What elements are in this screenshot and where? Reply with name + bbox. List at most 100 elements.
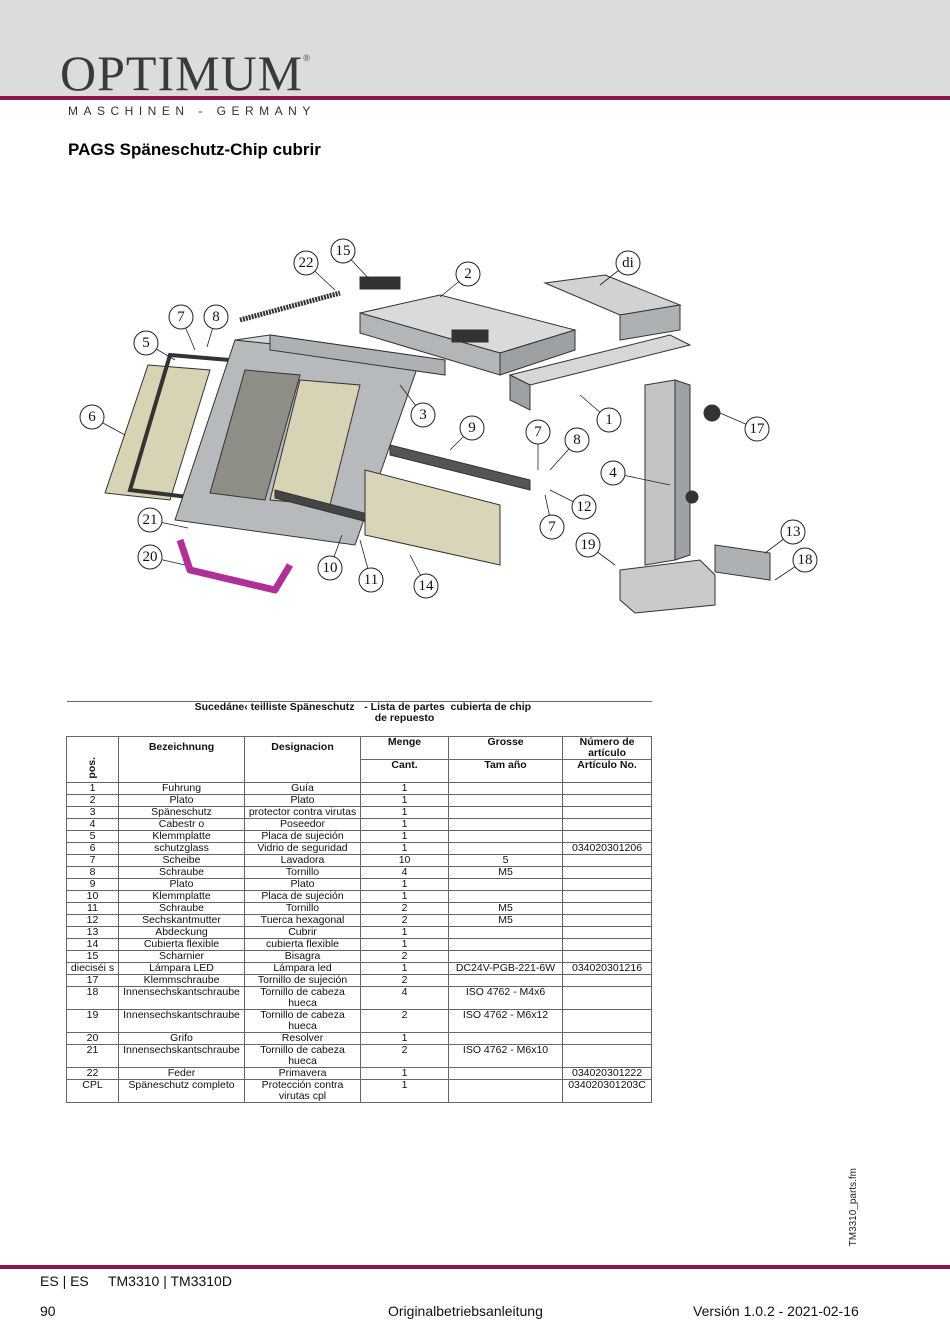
- table-cell-pos: 8: [66, 866, 119, 879]
- table-cell-de: Sechskantmutter: [118, 914, 245, 927]
- callout-7b: 7: [525, 419, 551, 445]
- table-cell-pos: 6: [66, 842, 119, 855]
- brand-subtitle: MASCHINEN - GERMANY: [68, 104, 316, 118]
- table-cell-de: Innensechskantschraube: [118, 986, 245, 1010]
- brand-logo: OPTIMUM®: [60, 45, 311, 101]
- svg-text:17: 17: [750, 421, 766, 437]
- callout-20: 20: [137, 544, 163, 570]
- table-cell-es: Primavera: [243, 1067, 362, 1080]
- table-cell-size: [448, 950, 564, 963]
- header-grosse: Grosse: [448, 736, 564, 760]
- table-cell-de: Cabestr o: [118, 818, 245, 831]
- svg-text:20: 20: [143, 549, 158, 565]
- table-cell-art: [562, 782, 653, 795]
- callout-21: 21: [137, 507, 163, 533]
- table-cell-art: [562, 986, 653, 1010]
- table-cell-pos: 22: [66, 1067, 119, 1080]
- table-cell-art: [562, 914, 653, 927]
- table-cell-es: Resolver: [243, 1032, 362, 1045]
- callout-12: 12: [571, 494, 597, 520]
- table-cell-art: [562, 1009, 653, 1033]
- table-title-row: Sucedáne‹ teilliste Späneschutz - Lista …: [66, 701, 652, 737]
- header-pos: pos.: [66, 736, 119, 783]
- table-cell-pos: 21: [66, 1044, 119, 1068]
- plate-shape: [389, 444, 531, 491]
- table-cell-de: Klemmplatte: [118, 830, 245, 843]
- table-cell-pos: 5: [66, 830, 119, 843]
- table-cell-size: [448, 794, 564, 807]
- table-cell-qty: 2: [360, 914, 450, 927]
- callout-group: 22 15 2 di 7 8 5 6 3 1 17 9 7 8 4 12 7 1…: [79, 238, 818, 599]
- table-cell-art: 034020301216: [562, 962, 653, 975]
- callout-6: 6: [79, 404, 105, 430]
- table-cell-qty: 1: [360, 818, 450, 831]
- footer-accent-line: [0, 1265, 950, 1269]
- table-cell-size: ISO 4762 - M6x12: [448, 1009, 564, 1033]
- table-cell-art: [562, 902, 653, 915]
- flexible-cover-shape: [364, 469, 501, 566]
- table-cell-art: [562, 926, 653, 939]
- table-cell-es: Plato: [243, 878, 362, 891]
- table-cell-es: Tuerca hexagonal: [243, 914, 362, 927]
- svg-text:1: 1: [605, 412, 613, 428]
- table-cell-qty: 4: [360, 986, 450, 1010]
- table-cell-qty: 2: [360, 902, 450, 915]
- table-cell-art: [562, 818, 653, 831]
- svg-text:7: 7: [548, 519, 556, 535]
- table-cell-pos: 19: [66, 1009, 119, 1033]
- table-cell-es: protector contra virutas: [243, 806, 362, 819]
- header-tam: Tam año: [448, 759, 564, 783]
- table-cell-de: Plato: [118, 794, 245, 807]
- table-cell-size: [448, 938, 564, 951]
- callout-4: 4: [600, 460, 626, 486]
- table-cell-art: [562, 830, 653, 843]
- table-cell-es: Protección contra virutas cpl: [243, 1079, 362, 1103]
- table-title-part3: cubierta de chip: [448, 701, 652, 737]
- callout-2: 2: [455, 261, 481, 287]
- table-cell-es: Guía: [243, 782, 362, 795]
- table-cell-qty: 2: [360, 950, 450, 963]
- callout-8a: 8: [203, 304, 229, 330]
- svg-text:4: 4: [609, 465, 617, 481]
- table-cell-de: Lámpara LED: [118, 962, 245, 975]
- table-cell-de: Abdeckung: [118, 926, 245, 939]
- table-cell-size: M5: [448, 866, 564, 879]
- footer-version: Versión 1.0.2 - 2021-02-16: [693, 1303, 859, 1319]
- svg-text:19: 19: [581, 537, 596, 553]
- table-cell-pos: 11: [66, 902, 119, 915]
- table-cell-pos: 13: [66, 926, 119, 939]
- header-menge: Menge: [360, 736, 450, 760]
- table-cell-size: 5: [448, 854, 564, 867]
- table-cell-art: [562, 854, 653, 867]
- callout-11: 11: [358, 567, 384, 593]
- table-cell-de: Cubierta flexible: [118, 938, 245, 951]
- table-cell-qty: 2: [360, 1009, 450, 1033]
- table-cell-de: Späneschutz: [118, 806, 245, 819]
- callout-8b: 8: [564, 427, 590, 453]
- table-cell-qty: 1: [360, 830, 450, 843]
- parts-table-container: Sucedáne‹ teilliste Späneschutz - Lista …: [66, 701, 653, 1103]
- callout-3: 3: [410, 402, 436, 428]
- callout-18: 18: [792, 547, 818, 573]
- table-cell-de: schutzglass: [118, 842, 245, 855]
- table-cell-qty: 1: [360, 1032, 450, 1045]
- table-cell-es: Lámpara led: [243, 962, 362, 975]
- svg-text:2: 2: [464, 266, 472, 282]
- svg-text:22: 22: [299, 255, 314, 271]
- table-cell-art: [562, 938, 653, 951]
- callout-22: 22: [293, 250, 319, 276]
- table-cell-size: [448, 878, 564, 891]
- callout-17: 17: [744, 416, 770, 442]
- svg-text:13: 13: [786, 524, 801, 540]
- table-cell-size: ISO 4762 - M6x10: [448, 1044, 564, 1068]
